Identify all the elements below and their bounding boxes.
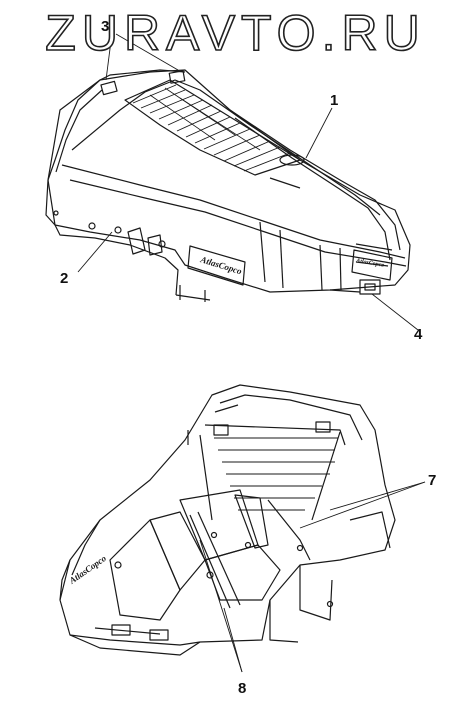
logo-upper-front: AtlasCopco [355, 258, 385, 269]
callout-8: 8 [238, 680, 247, 697]
callout-3: 3 [101, 18, 110, 35]
leader-lines-lower [199, 481, 426, 673]
underside-bolts [114, 531, 334, 608]
callout-2: 2 [60, 270, 69, 287]
watermark: ZURAVTO.RU [44, 4, 426, 62]
canopy-underside-part [59, 384, 396, 656]
callout-7: 7 [428, 472, 437, 489]
callout-4: 4 [414, 326, 423, 343]
logo-lower-side: AtlasCopco [67, 553, 109, 586]
grille-cross-bars [149, 87, 261, 151]
grille-slats [132, 84, 291, 172]
callout-1: 1 [330, 92, 339, 109]
canopy-top-part [45, 69, 411, 302]
underside-grille-slats [214, 437, 338, 511]
leader-lines-upper [77, 32, 419, 331]
